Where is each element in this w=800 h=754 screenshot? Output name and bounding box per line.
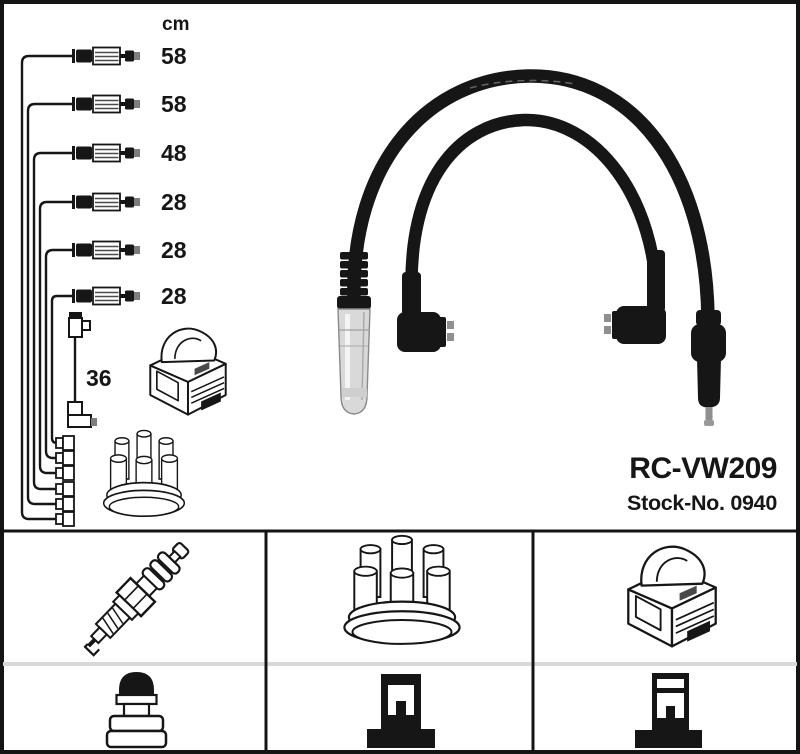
inner-cable [405,113,664,311]
unit-header: cm [162,14,189,35]
ignition-coil-icon [627,545,717,648]
spark-plug-icon [83,542,190,657]
cable-length-label: 58 [161,43,187,69]
product-photo [337,69,726,426]
outer-cable [347,69,715,319]
cable-row-4: 28 [38,189,187,475]
distributor-terminals [55,435,75,527]
part-number-block: RC-VW209 Stock-No. 0940 [627,452,778,515]
cable-length-label: 58 [161,91,187,117]
angled-boot-right [604,250,666,344]
coil-side-connector-icon [635,673,702,748]
coil-wire-length-label: 36 [86,365,112,391]
cable-length-schematic: cm 58 58 48 28 28 [20,14,227,527]
cable-row-2: 58 [26,91,187,506]
angled-boot-left [397,272,454,352]
cable-length-label: 28 [161,237,187,263]
cable-row-5: 28 [44,237,187,460]
part-number: RC-VW209 [629,452,777,485]
distributor-cap-small-icon [102,429,186,518]
distributor-cap-icon [343,534,461,646]
distributor-side-connector-icon [367,674,435,748]
ignition-coil-small-icon [149,327,227,416]
metal-plug-connector [337,252,371,415]
coil-wire: 36 [67,312,112,428]
cable-length-label: 28 [161,283,187,309]
legend-grid [0,529,800,752]
spark-plug-boot-connector-icon [105,672,168,749]
cable-row-6: 28 [50,283,187,445]
cable-print [469,79,576,89]
cable-row-3: 48 [32,140,187,491]
cable-row-1: 58 [20,43,187,521]
cable-length-label: 48 [161,140,187,166]
stock-number: Stock-No. 0940 [627,491,777,515]
cable-length-label: 28 [161,189,187,215]
straight-boot-right [691,310,726,426]
